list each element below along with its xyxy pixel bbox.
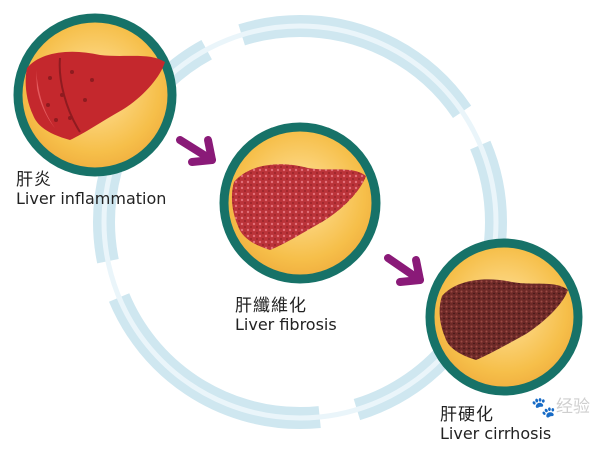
stage-cirrhosis-circle [425, 238, 583, 396]
stage-inflammation-circle [13, 13, 177, 177]
stage-inflammation-label: 肝炎 Liver inflammation [16, 171, 166, 207]
stage-fibrosis-circle [219, 122, 381, 284]
stage-cirrhosis-en: Liver cirrhosis [440, 423, 552, 443]
watermark-text: 经验 [556, 397, 590, 417]
stage-inflammation-en: Liver inflammation [16, 188, 167, 208]
liver-fibrosis-icon [231, 164, 366, 250]
watermark: 🐾经验 [531, 392, 590, 419]
stage-cirrhosis-label: 肝硬化 Liver cirrhosis [440, 406, 551, 442]
liver-inflamed-icon [25, 51, 166, 140]
stage-cirrhosis-cn: 肝硬化 [440, 405, 494, 425]
stage-fibrosis-label: 肝纖維化 Liver fibrosis [235, 297, 337, 333]
stage-inflammation-cn: 肝炎 [16, 170, 52, 190]
paw-icon: 🐾 [531, 395, 556, 419]
arrow-2-icon [384, 254, 424, 286]
liver-cirrhosis-icon [439, 279, 568, 360]
stage-fibrosis-en: Liver fibrosis [235, 314, 337, 334]
cycle-ring [93, 15, 507, 429]
arrow-1-icon [176, 136, 216, 166]
stage-fibrosis-cn: 肝纖維化 [235, 296, 307, 316]
